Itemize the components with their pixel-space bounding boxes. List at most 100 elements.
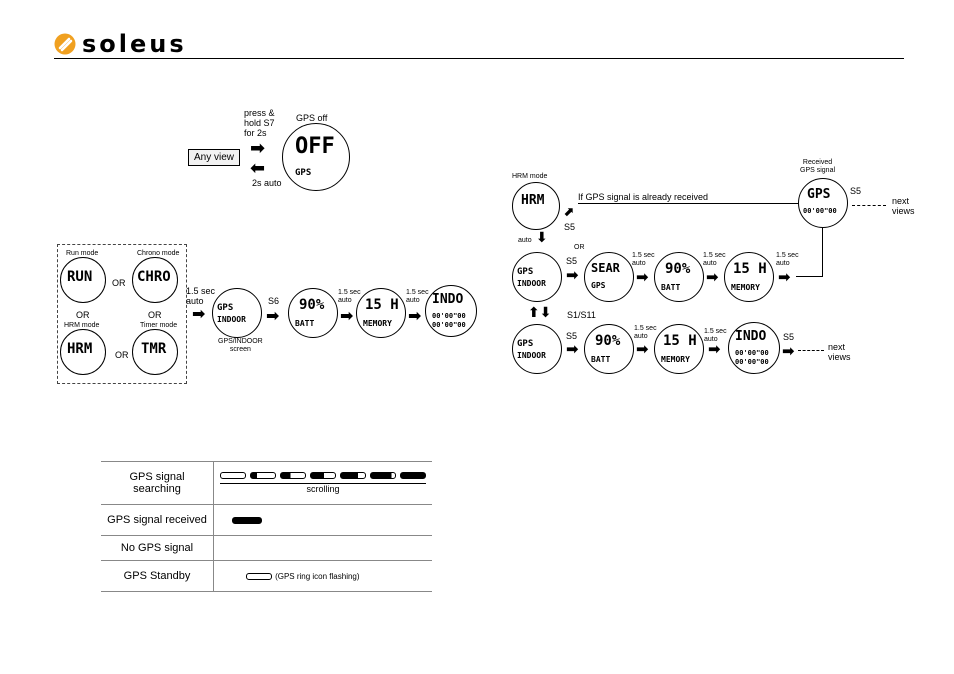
- run-mode-label: Run mode: [66, 250, 99, 257]
- right-arrow-icon: ➡: [778, 268, 791, 286]
- auto-small-line1: 1.5 sec: [776, 252, 799, 259]
- ring-segment-icon: [340, 472, 366, 479]
- lcd-timer: TMR: [141, 341, 167, 357]
- next-line2: views: [828, 352, 851, 362]
- chrono-mode-label: Chrono mode: [137, 250, 180, 257]
- auto-small-r1-3: 1.5 sec auto: [776, 252, 799, 268]
- next-views-2: next views: [828, 342, 851, 362]
- auto-small-line2: auto: [406, 297, 420, 304]
- table-row: No GPS signal: [101, 535, 432, 561]
- s1-s11-label: S1/S11: [567, 310, 596, 320]
- any-view-box: Any view: [188, 149, 241, 166]
- watch-face-batt: 90% BATT: [288, 288, 338, 338]
- auto-small-line1: 1.5 sec: [406, 289, 429, 296]
- ring-flashing-icon: [246, 572, 272, 580]
- watch-face-memory: 15 H MEMORY: [356, 288, 406, 338]
- right-arrow-icon: ➡: [706, 268, 719, 286]
- right-arrow-icon: ➡: [782, 342, 795, 360]
- lcd-sub: GPS: [591, 281, 606, 290]
- s6-label: S6: [268, 296, 280, 306]
- lcd-sub: INDOOR: [517, 351, 546, 360]
- press-hold-line2: hold S7: [244, 118, 275, 128]
- up-right-arrow-icon: ⬈: [563, 205, 574, 220]
- next-dashed-1: [852, 205, 886, 206]
- s5-label-2: S5: [850, 186, 862, 196]
- row-visual: [213, 535, 432, 561]
- auto-small-line1: 1.5 sec: [703, 252, 726, 259]
- row-visual: [213, 504, 432, 536]
- lcd-main: GPS: [517, 267, 534, 277]
- lcd-main: GPS: [517, 339, 534, 349]
- lcd-main: 90%: [665, 261, 691, 277]
- lcd-main: INDO: [735, 329, 767, 344]
- auto-small-r1-2: 1.5 sec auto: [703, 252, 726, 268]
- watch-face-gps-off: OFF GPS: [282, 123, 350, 191]
- lcd-chrono: CHRO: [137, 269, 171, 285]
- lcd-sub: MEMORY: [731, 283, 760, 292]
- next-views-1: next views: [892, 196, 915, 216]
- right-arrow-icon: ➡: [636, 268, 649, 286]
- auto-small-2: 1.5 sec auto: [406, 289, 429, 305]
- next-dashed-2: [798, 350, 824, 351]
- ring-segment-icon: [280, 472, 306, 479]
- lcd-sub: INDOOR: [217, 315, 246, 324]
- down-arrow-icon: ⬇: [536, 230, 548, 246]
- hrm-mode-label-right: HRM mode: [512, 173, 548, 180]
- connector-v: [822, 228, 823, 277]
- soleus-logo-icon: [54, 33, 76, 55]
- s5-label-1: S5: [564, 222, 576, 232]
- auto-small-line2: auto: [338, 297, 352, 304]
- caption-line1: GPS/INDOOR: [218, 338, 263, 345]
- table-row: GPS signal searching scrolling: [101, 461, 432, 505]
- right-arrow-icon: ➡: [192, 304, 206, 323]
- watch-face-memory-r1: 15 H MEMORY: [724, 252, 774, 302]
- mode-group-box: [57, 244, 187, 384]
- lcd-main: 90%: [299, 297, 325, 313]
- standby-note: (GPS ring icon flashing): [275, 572, 360, 581]
- right-arrow-icon: ➡: [708, 340, 721, 358]
- up-down-arrow-icon: ⬆⬇: [528, 305, 552, 321]
- ring-full-icon: [232, 516, 262, 524]
- auto-line1: 1.5 sec: [186, 286, 216, 296]
- right-arrow-icon: ➡: [408, 306, 422, 325]
- logo-text: soleus: [82, 30, 187, 58]
- watch-face-gps-indoor: GPS INDOOR: [212, 288, 262, 338]
- next-line1: next: [828, 342, 846, 352]
- watch-face-batt-r2: 90% BATT: [584, 324, 634, 374]
- scrolling-label: scrolling: [220, 483, 426, 494]
- next-line2: views: [892, 206, 915, 216]
- auto-back-label: 2s auto: [252, 178, 282, 188]
- watch-face-gps-indoor-r2: GPS INDOOR: [512, 324, 562, 374]
- row-name: GPS Standby: [101, 560, 214, 592]
- auto-small-line1: 1.5 sec: [634, 325, 657, 332]
- lcd-main: 15 H: [365, 297, 399, 313]
- or-label-4: OR: [115, 350, 129, 360]
- watch-face-memory-r2: 15 H MEMORY: [654, 324, 704, 374]
- caption-line2: screen: [229, 346, 251, 353]
- scroll-bars: [220, 472, 426, 479]
- watch-face-hrm: HRM: [60, 329, 106, 375]
- lcd-main: 90%: [595, 333, 621, 349]
- lcd-sub: BATT: [591, 355, 611, 364]
- lcd-sub: BATT: [295, 319, 315, 328]
- auto-small-line2: auto: [704, 336, 718, 343]
- auto-small-r1-1: 1.5 sec auto: [632, 252, 655, 268]
- lcd-sub: GPS: [295, 168, 312, 178]
- lcd-sub: MEMORY: [363, 319, 392, 328]
- or-label-3: OR: [148, 310, 162, 320]
- lcd-sub: 00'00"00: [432, 312, 466, 320]
- watch-face-hrm-right: HRM: [512, 182, 560, 230]
- watch-face-timer: TMR: [132, 329, 178, 375]
- right-arrow-icon: ➡: [566, 266, 579, 284]
- hrm-mode-label: HRM mode: [64, 322, 100, 329]
- gps-signal-table: GPS signal searching scrolling GPS signa…: [101, 461, 432, 592]
- next-line1: next: [892, 196, 910, 206]
- lcd-sub: 00'00"00: [735, 349, 769, 357]
- lcd-main: GPS: [807, 187, 831, 202]
- watch-face-gps-received: GPS 00'00"00: [798, 178, 848, 228]
- or-label-1: OR: [112, 278, 126, 288]
- lcd-sub-2: 00'00"00: [735, 358, 769, 366]
- if-received-label: If GPS signal is already received: [578, 192, 709, 202]
- press-hold-line1: press &: [244, 108, 275, 118]
- gps-indoor-caption: GPS/INDOOR screen: [218, 338, 263, 354]
